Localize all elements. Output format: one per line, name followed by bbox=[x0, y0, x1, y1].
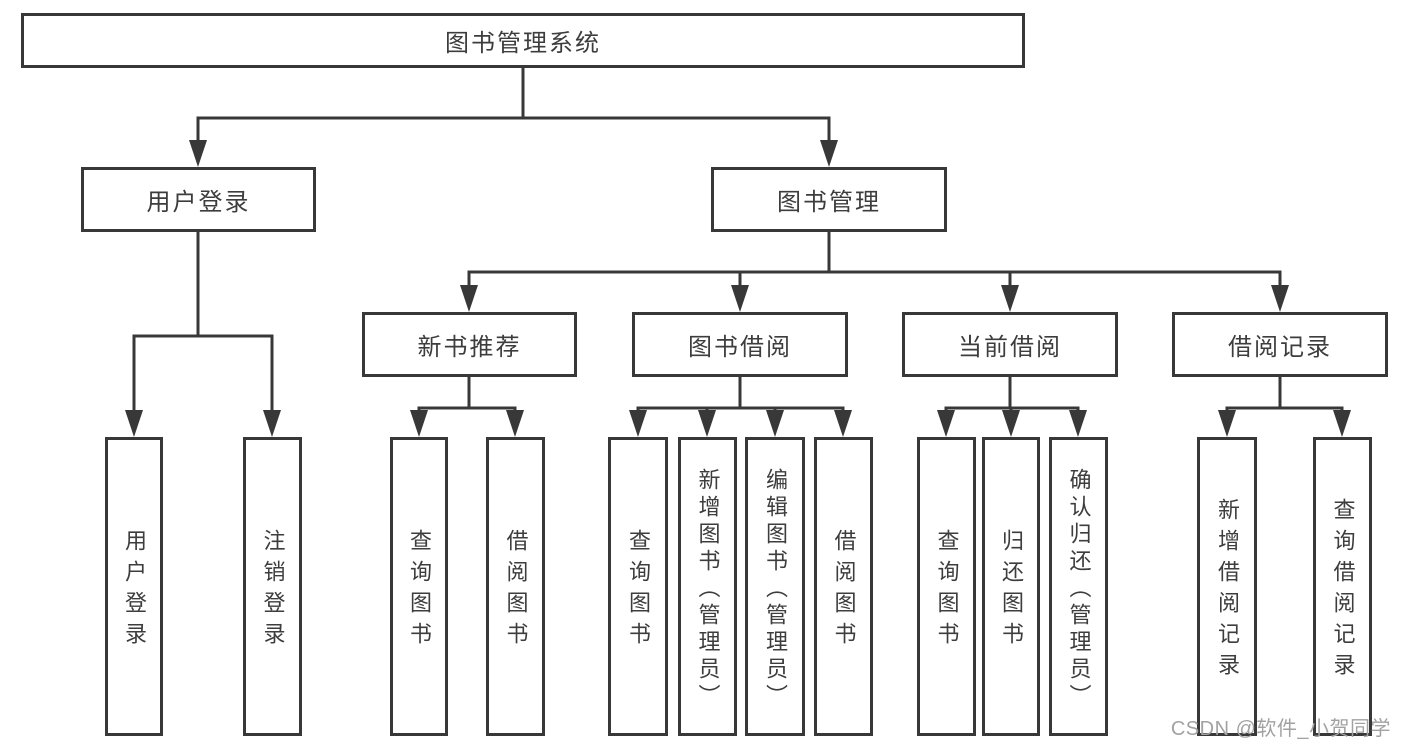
arrowhead-icon bbox=[1001, 285, 1019, 312]
connector-user-login bbox=[132, 232, 274, 418]
arrowhead-icon bbox=[937, 410, 955, 437]
arrowhead-icon bbox=[834, 410, 852, 437]
connector-book-borrowing bbox=[636, 377, 845, 418]
arrowhead-icon bbox=[1002, 410, 1020, 437]
leaf-label: 用户登录 bbox=[122, 529, 147, 653]
arrowhead-icon bbox=[506, 410, 524, 437]
node-book-management: 图书管理 bbox=[711, 167, 947, 232]
connector-root bbox=[196, 68, 831, 146]
leaf-current-query-books: 查询图书 bbox=[917, 437, 976, 736]
leaf-label: 借阅图书 bbox=[503, 529, 529, 653]
arrowhead-icon bbox=[1333, 410, 1351, 437]
arrowhead-icon bbox=[1218, 410, 1236, 437]
leaf-user-login: 用户登录 bbox=[105, 437, 163, 736]
node-borrowing-records: 借阅记录 bbox=[1172, 312, 1388, 377]
arrowhead-icon bbox=[263, 410, 281, 437]
node-current-borrowing: 当前借阅 bbox=[902, 312, 1118, 377]
leaf-label: 查询借阅记录 bbox=[1330, 498, 1356, 684]
leaf-records-query-borrow-record: 查询借阅记录 bbox=[1313, 437, 1372, 736]
leaf-borrowing-edit-books-admin: 编辑图书（管理员） bbox=[745, 437, 805, 736]
leaf-label: 编辑图书（管理员） bbox=[763, 467, 788, 711]
node-root: 图书管理系统 bbox=[21, 13, 1025, 68]
connector-borrowing-records bbox=[1225, 377, 1344, 418]
arrowhead-icon bbox=[698, 410, 716, 437]
arrowhead-icon bbox=[766, 410, 784, 437]
leaf-logout-login: 注销登录 bbox=[243, 437, 302, 736]
leaf-recommend-borrow-books: 借阅图书 bbox=[486, 437, 545, 736]
leaf-label: 借阅图书 bbox=[831, 529, 857, 653]
arrowhead-icon bbox=[189, 140, 207, 167]
leaf-borrowing-add-books-admin: 新增图书（管理员） bbox=[678, 437, 737, 736]
leaf-label: 注销登录 bbox=[260, 529, 286, 653]
node-new-book-recommendation: 新书推荐 bbox=[362, 312, 577, 377]
connector-book-management bbox=[467, 232, 1282, 293]
arrowhead-icon bbox=[1271, 285, 1289, 312]
arrowhead-icon bbox=[820, 140, 838, 167]
leaf-label: 查询图书 bbox=[626, 529, 651, 653]
arrowhead-icon bbox=[410, 410, 428, 437]
leaf-current-return-books: 归还图书 bbox=[982, 437, 1040, 736]
watermark-text: CSDN @软件_小贺同学 bbox=[1170, 718, 1391, 740]
arrowhead-icon bbox=[1069, 410, 1087, 437]
leaf-label: 查询图书 bbox=[934, 529, 960, 653]
arrowhead-icon bbox=[731, 285, 749, 312]
leaf-label: 查询图书 bbox=[407, 529, 432, 653]
node-book-borrowing: 图书借阅 bbox=[632, 312, 848, 377]
arrowhead-icon bbox=[125, 410, 143, 437]
leaf-recommend-query-books: 查询图书 bbox=[390, 437, 448, 736]
leaf-label: 归还图书 bbox=[999, 529, 1024, 653]
arrowhead-icon bbox=[629, 410, 647, 437]
leaf-current-confirm-return-admin: 确认归还（管理员） bbox=[1049, 437, 1108, 736]
arrowheads bbox=[125, 140, 1351, 437]
node-user-login: 用户登录 bbox=[81, 167, 316, 232]
connector-new-book-recommendation bbox=[417, 377, 517, 418]
leaf-borrowing-borrow-books: 借阅图书 bbox=[814, 437, 873, 736]
leaf-borrowing-query-books: 查询图书 bbox=[608, 437, 668, 736]
leaf-label: 新增图书（管理员） bbox=[695, 467, 721, 711]
leaf-label: 新增借阅记录 bbox=[1215, 498, 1240, 684]
arrowhead-icon bbox=[460, 285, 478, 312]
leaf-label: 确认归还（管理员） bbox=[1066, 467, 1092, 711]
leaf-records-add-borrow-record: 新增借阅记录 bbox=[1197, 437, 1257, 736]
